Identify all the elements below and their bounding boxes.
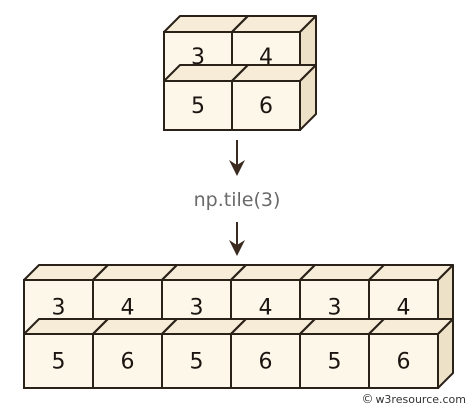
input-cube-r1-c1: 6 (231, 64, 317, 131)
cube-front-face (163, 80, 233, 131)
input-value: 6 (259, 94, 273, 119)
copyright-icon: © (361, 392, 374, 406)
cube-front-face (231, 80, 301, 131)
input-value: 4 (259, 45, 273, 70)
output-array-grid: 3 4 3 4 3 4 5 6 5 6 5 6 (23, 264, 454, 389)
cube-front-face (299, 333, 370, 389)
cube-front-face (368, 333, 439, 389)
output-value: 4 (259, 296, 273, 321)
output-value: 6 (259, 350, 273, 375)
output-value: 5 (190, 350, 204, 375)
output-value: 3 (52, 296, 66, 321)
output-value: 6 (121, 350, 135, 375)
input-array-grid: 3 4 5 6 (163, 15, 317, 131)
operation-label: np.tile(3) (194, 189, 281, 211)
arrow-down-top (229, 140, 245, 176)
output-value: 3 (190, 296, 204, 321)
output-value: 5 (328, 350, 342, 375)
output-cube-r1-c5: 6 (368, 318, 454, 389)
input-value: 5 (191, 94, 205, 119)
output-value: 4 (397, 296, 411, 321)
credit-text: w3resource.com (375, 393, 466, 406)
output-value: 6 (397, 350, 411, 375)
arrow-down-bottom (229, 222, 245, 256)
input-value: 3 (191, 45, 205, 70)
credit-watermark: ©w3resource.com (361, 392, 466, 406)
cube-front-face (92, 333, 163, 389)
output-value: 4 (121, 296, 135, 321)
output-value: 3 (328, 296, 342, 321)
output-value: 5 (52, 350, 66, 375)
cube-front-face (23, 333, 94, 389)
